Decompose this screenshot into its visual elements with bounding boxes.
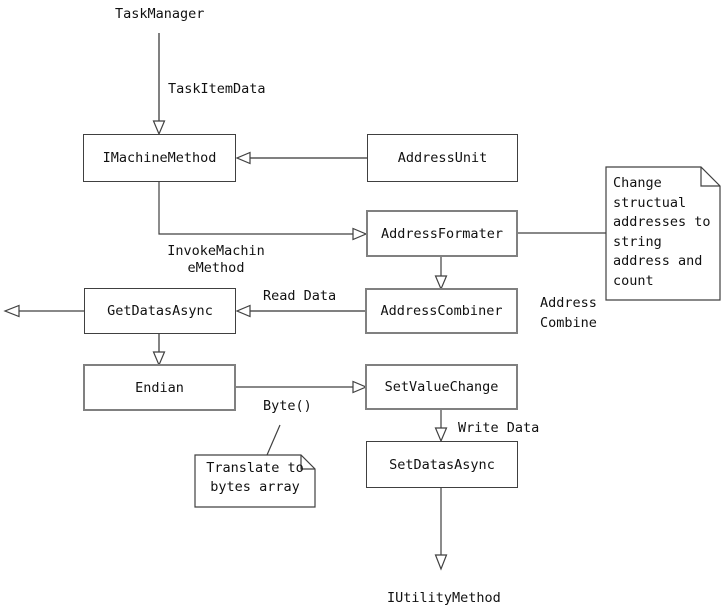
edge-label-taskitemdata: TaskItemData — [168, 81, 266, 97]
node-imachinemethod: IMachineMethod — [83, 134, 236, 182]
edge-label-byte: Byte() — [263, 398, 312, 414]
arrow-setvaluechange-to-setdatasasync — [434, 410, 448, 443]
node-taskmanager-label: TaskManager — [115, 6, 205, 22]
edge-label-invokemachinemethod: InvokeMachin eMethod — [167, 243, 265, 276]
arrow-imachinemethod-to-addressformater — [158, 181, 368, 241]
node-addressformater: AddressFormater — [366, 210, 518, 257]
node-endian: Endian — [83, 364, 236, 411]
arrow-getdatasasync-to-left — [3, 304, 84, 318]
arrow-taskmanager-to-imachinemethod — [152, 33, 166, 136]
note-text-translate-bytes: Translate to bytes array — [206, 460, 304, 495]
edge-label-readdata: Read Data — [263, 288, 337, 304]
arrow-addressunit-to-imachinemethod — [235, 151, 367, 165]
note-shape-translate-bytes — [194, 454, 316, 508]
note-shape-change-structual — [605, 166, 721, 301]
note-text-change-structual: Change structual addresses to string add… — [613, 175, 711, 289]
node-getdatasasync: GetDatasAsync — [84, 288, 236, 334]
node-setdatasasync: SetDatasAsync — [366, 441, 518, 488]
arrow-addressformater-to-addresscombiner — [434, 257, 448, 291]
node-addressunit: AddressUnit — [367, 134, 518, 182]
note-connector-translate-bytes — [266, 424, 281, 456]
node-setvaluechange: SetValueChange — [365, 364, 518, 410]
edge-label-writedata: Write Data — [458, 420, 540, 436]
arrow-getdatasasync-to-endian — [152, 334, 166, 367]
arrow-endian-to-setvaluechange — [236, 380, 368, 394]
edge-label-addresscombine: Address Combine — [540, 295, 597, 331]
node-addresscombiner: AddressCombiner — [365, 288, 518, 334]
arrow-addresscombiner-to-getdatasasync — [235, 304, 365, 318]
node-iutilitymethod-label: IUtilityMethod — [387, 590, 501, 606]
arrow-setdatasasync-to-iutilitymethod — [434, 488, 448, 571]
